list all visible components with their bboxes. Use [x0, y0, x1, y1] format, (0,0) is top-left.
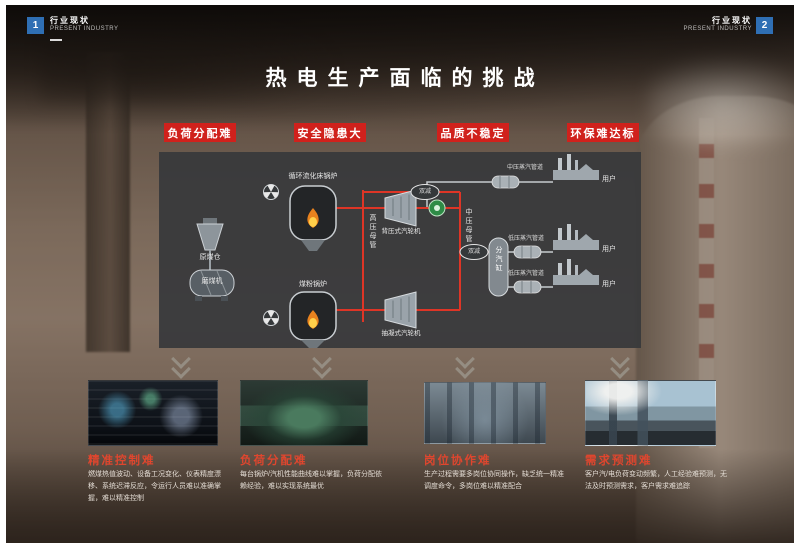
badge-safety-risk: 安全隐患大 — [294, 123, 366, 142]
ground-shadow — [6, 449, 794, 543]
slide: 1 行业现状 PRESENT INDUSTRY 行业现状 PRESENT IND… — [6, 5, 794, 543]
section-desc-forecast: 客户汽/电负荷变动频繁，人工经验难预测，无法及时预测需求，客户需求难追踪 — [585, 471, 727, 490]
page-number-left: 1 — [27, 17, 44, 34]
label-lp-pipeline-2: 低压蒸汽管道 — [507, 271, 544, 277]
badge-environmental: 环保难达标 — [567, 123, 639, 142]
coal-bunker-shape — [196, 218, 224, 270]
reducer-valve-shape — [410, 184, 440, 200]
coal-mill-shape — [189, 269, 235, 301]
section-label-en: PRESENT INDUSTRY — [50, 25, 119, 32]
section-title-collaboration: 岗位协作难 — [424, 455, 492, 467]
label-reducer-1: 双减 — [418, 188, 431, 195]
factory-icon — [553, 154, 599, 180]
label-user-1: 用户 — [602, 176, 616, 183]
photo-power-plant — [585, 380, 716, 446]
backpressure-turbine-shape — [384, 189, 417, 227]
radiation-fan-icon — [263, 184, 279, 200]
top-shade — [6, 5, 794, 135]
section-label-cn-right: 行业现状 — [712, 16, 752, 25]
section-label-cn: 行业现状 — [50, 16, 90, 25]
section-label-en-right: PRESENT INDUSTRY — [683, 25, 752, 32]
label-coal-mill: 磨煤机 — [201, 278, 223, 285]
header-dash — [50, 39, 62, 41]
label-steam-distributor: 分汽缸 — [495, 246, 502, 273]
label-coal-bunker: 原煤仓 — [199, 254, 221, 261]
page-title: 热电生产面临的挑战 — [265, 67, 545, 90]
process-diagram-panel: 循环流化床锅炉 煤粉锅炉 原煤仓 磨煤机 高压母管 中压母管 背压式汽轮机 抽凝… — [159, 152, 641, 348]
label-hp-header: 高压母管 — [369, 214, 376, 250]
pc-boiler-shape — [289, 291, 337, 348]
steam-distributor-shape — [488, 237, 509, 297]
label-cfb-boiler: 循环流化床锅炉 — [288, 173, 338, 180]
label-mp-pipeline: 中压蒸汽管道 — [506, 165, 543, 171]
label-user-3: 用户 — [602, 281, 616, 288]
chevron-down-icon — [455, 349, 475, 379]
chevron-down-icon — [610, 349, 630, 379]
extraction-turbine-shape — [384, 291, 417, 329]
photo-plant-workers — [424, 382, 546, 444]
pipe-segment-shape — [491, 175, 542, 294]
radiation-fan-icon — [263, 310, 279, 326]
factory-icon — [553, 259, 599, 285]
factory-icon — [553, 224, 599, 250]
badge-quality-unstable: 品质不稳定 — [437, 123, 509, 142]
photo-control-room — [88, 380, 218, 446]
label-extraction-turbine: 抽凝式汽轮机 — [381, 330, 421, 337]
badge-load-allocation: 负荷分配难 — [164, 123, 236, 142]
process-diagram — [189, 154, 599, 348]
striped-chimney — [699, 118, 714, 448]
chevron-down-icon — [171, 349, 191, 379]
generator-icon — [428, 199, 446, 217]
section-title-control: 精准控制难 — [88, 455, 156, 467]
section-marker-left: 行业现状 PRESENT INDUSTRY — [50, 16, 118, 33]
section-desc-load: 每台锅炉/汽机性能曲线难以掌握，负荷分配依赖经验，难以实现系统最优 — [240, 471, 382, 490]
label-mp-header: 中压母管 — [465, 208, 472, 244]
chevron-down-icon — [312, 349, 332, 379]
section-desc-control: 燃煤热值波动、设备工况变化、仪表精度漂移、系统迟滞反应，令运行人员难以准确掌握，… — [88, 471, 221, 502]
label-pc-boiler: 煤粉锅炉 — [299, 281, 327, 288]
label-lp-pipeline-1: 低压蒸汽管道 — [507, 236, 544, 242]
section-desc-collaboration: 生产过程需要多岗位协同操作，缺乏统一精准调度命令，多岗位难以精准配合 — [424, 471, 564, 490]
cfb-boiler-shape — [289, 185, 337, 251]
reducer-valve-shape — [459, 244, 489, 260]
photo-steam-turbine — [240, 380, 368, 446]
label-reducer-2: 双减 — [467, 248, 480, 255]
label-backpressure-turbine: 背压式汽轮机 — [381, 228, 421, 235]
label-user-2: 用户 — [602, 246, 616, 253]
page-number-right: 2 — [756, 17, 773, 34]
section-marker-right: 行业现状 PRESENT INDUSTRY — [664, 16, 752, 33]
section-title-load: 负荷分配难 — [240, 455, 308, 467]
section-title-forecast: 需求预测难 — [585, 455, 653, 467]
